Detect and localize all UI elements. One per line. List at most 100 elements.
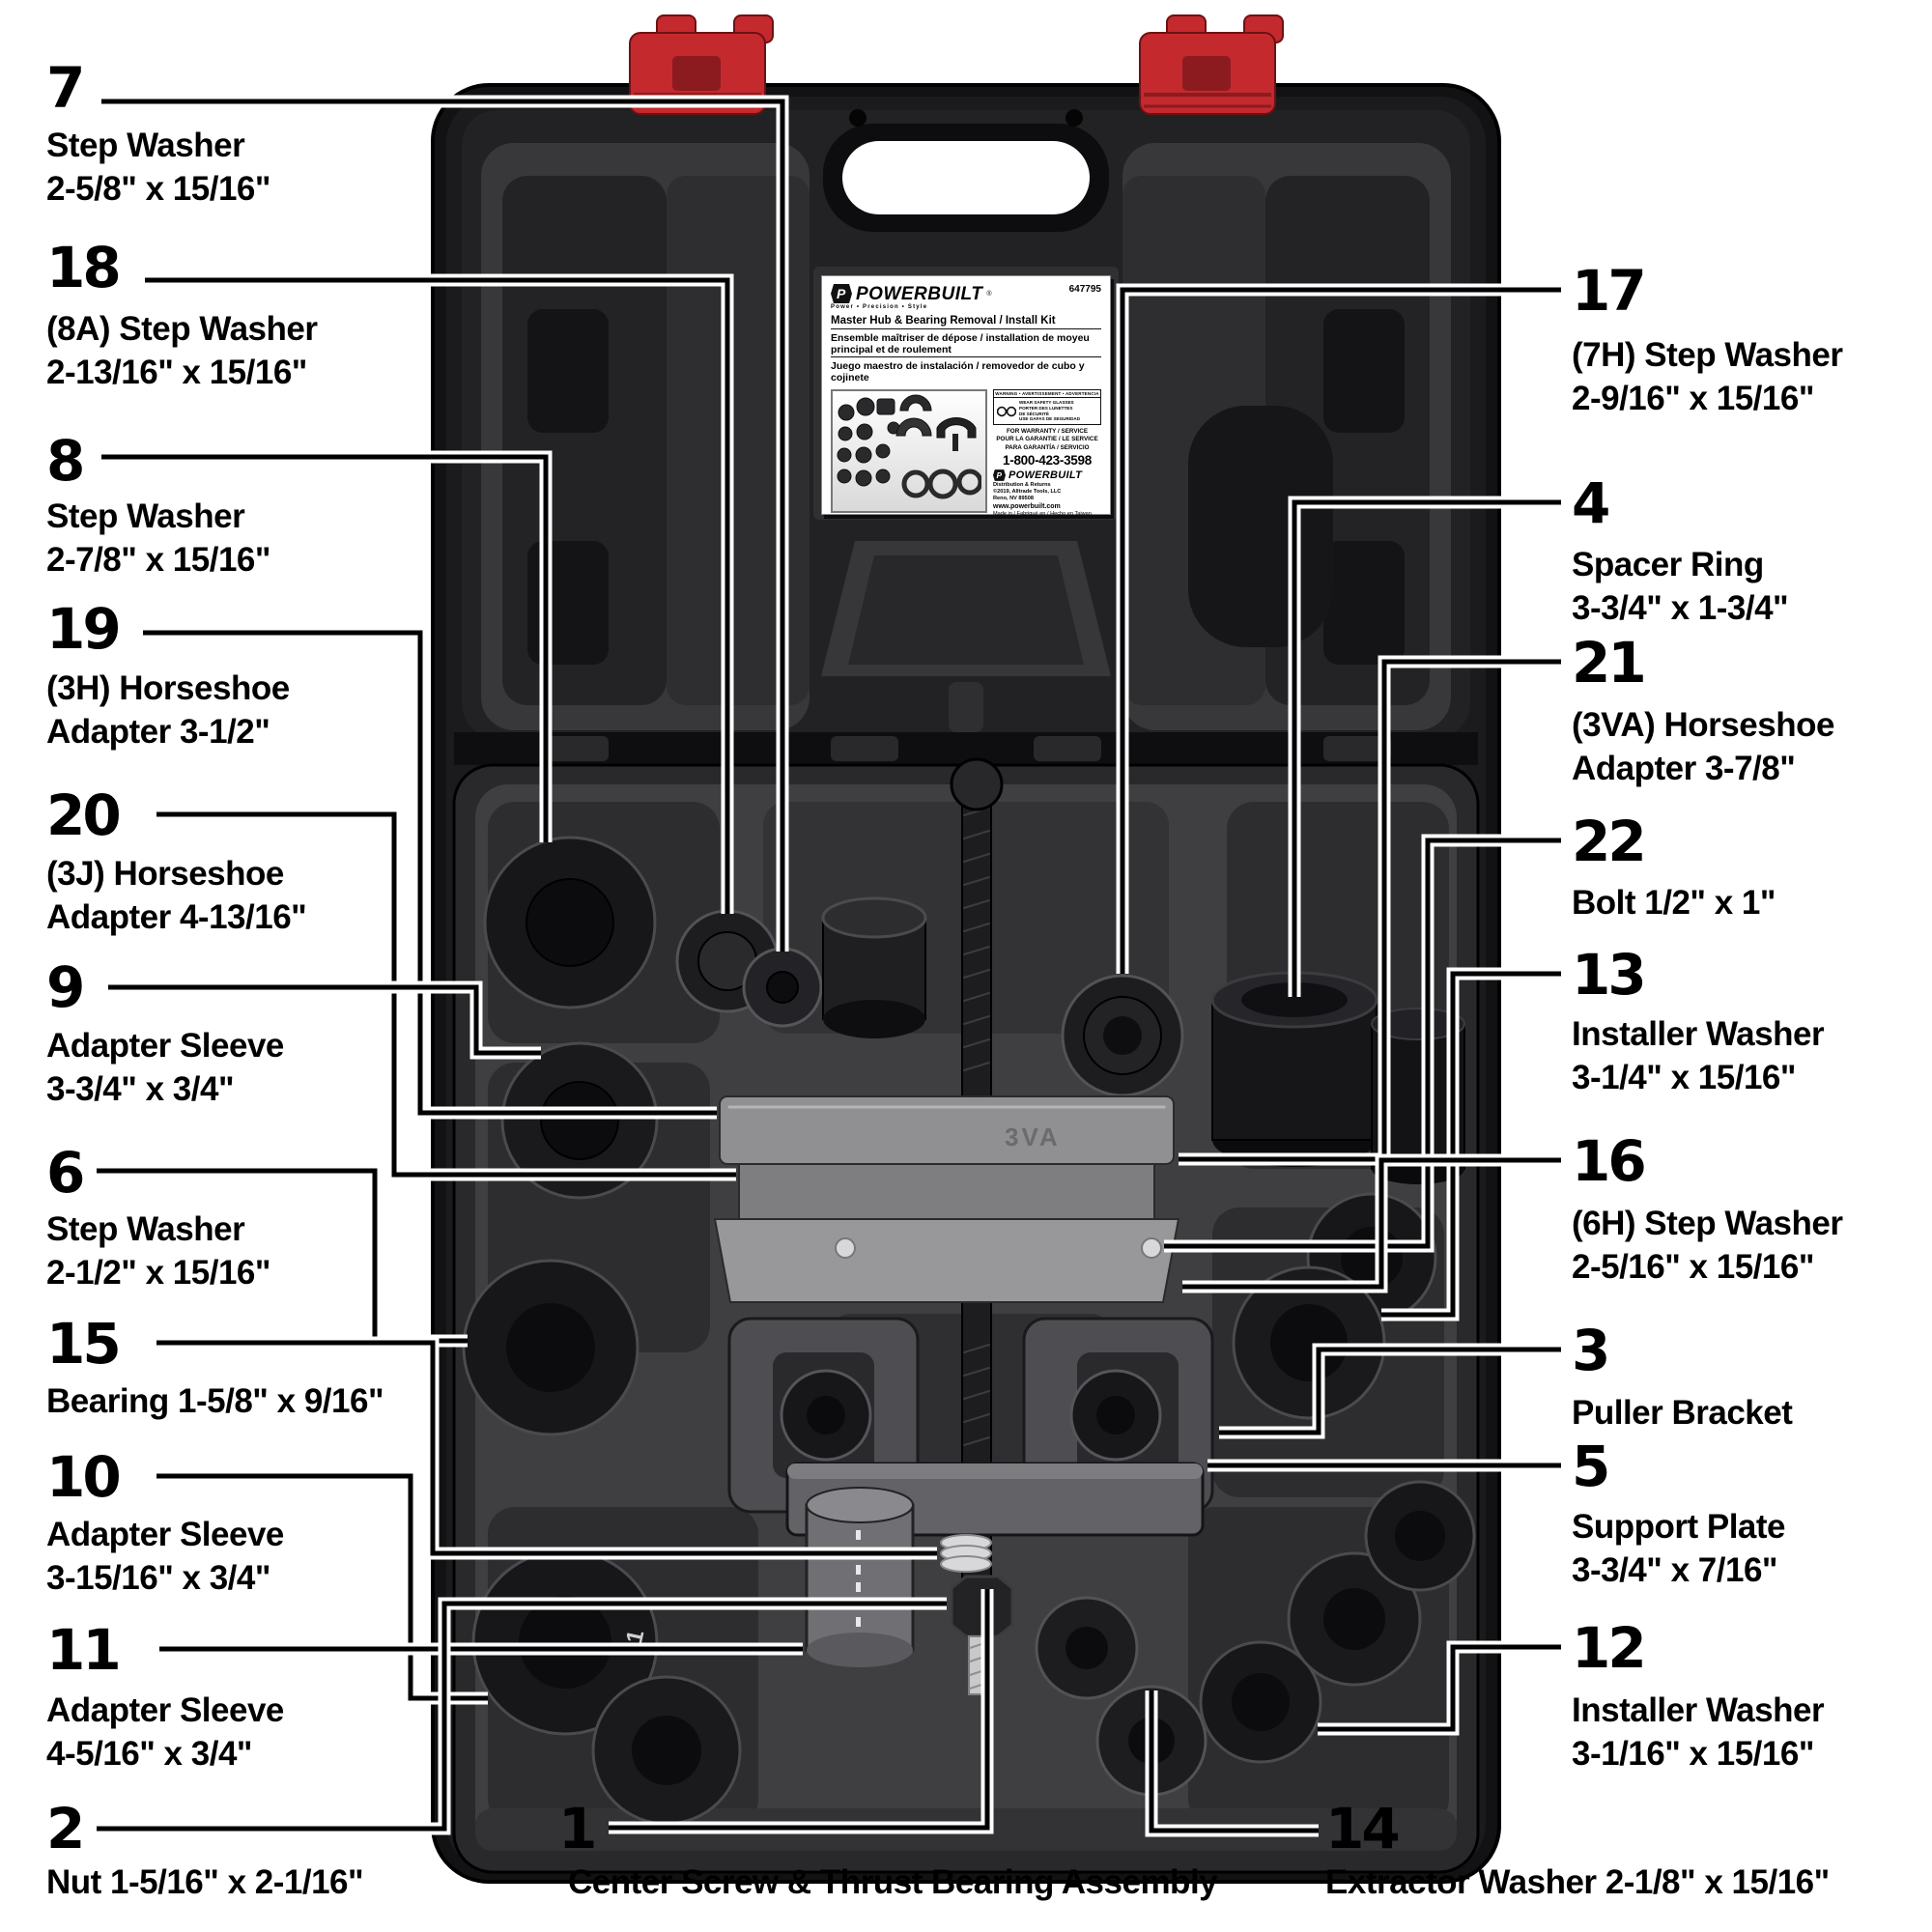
step-washer-7 [742,947,823,1028]
adapter-sleeve-9 [500,1041,659,1200]
svg-text:P: P [997,471,1003,480]
svg-text:P: P [837,286,846,301]
lid-screw-hole [1065,109,1083,127]
powerbuilt-logo-icon: P [831,284,852,303]
latch-left-icon [629,14,774,115]
safety-glasses-icon [997,406,1016,416]
handle-cutout [823,124,1109,232]
made-in: Made in / Fabriqué en / Hecho en Taiwan [993,510,1092,517]
bolt-22 [835,1237,856,1259]
callout-number-19: 19 [46,596,122,662]
callout-number-6: 6 [46,1140,85,1206]
callout-number-12: 12 [1572,1615,1647,1681]
label-title-fr: Ensemble maîtriser de dépose / installat… [831,332,1101,358]
leader-14 [1145,1690,1319,1837]
spacer-ring-4 [1210,971,1378,1167]
callout-text-1: Center Screw & Thrust Bearing Assembly [568,1863,1218,1901]
stack-engraving: 3VA [1005,1122,1061,1151]
callout-number-2: 2 [46,1796,85,1861]
callout-text-22: Bolt 1/2" x 1" [1572,884,1776,922]
step-washer-17 [1061,974,1184,1097]
label-title-es: Juego maestro de instalación / removedor… [831,360,1085,384]
leader-1 [609,1589,994,1834]
callout-number-8: 8 [46,428,85,494]
leader-21 [1179,655,1561,1166]
callout-number-5: 5 [1572,1434,1610,1499]
callout-number-22: 22 [1572,809,1647,874]
leader-9 [108,980,541,1060]
callout-number-16: 16 [1572,1128,1647,1194]
leader-15 [156,1336,937,1560]
leader-7 [101,95,789,952]
step-washer-6 [462,1259,639,1436]
horseshoe-adapter-stack: 3VA [713,1095,1180,1303]
label-product-photo [831,389,987,514]
website: www.powerbuilt.com [993,502,1061,510]
leader-17 [1116,283,1561,974]
callout-number-15: 15 [46,1311,122,1377]
thrust-bearing-15 [940,1534,992,1573]
leader-16 [1182,1153,1561,1293]
callout-number-18: 18 [46,235,122,300]
callout-number-7: 7 [46,55,85,121]
leader-20 [156,808,736,1181]
callout-number-13: 13 [1572,942,1647,1008]
warranty-line: POUR LA GARANTIE / LE SERVICE [996,436,1098,443]
part-number: 647795 [1068,284,1101,295]
leader-22 [1164,834,1561,1253]
service-phone: 1-800-423-3598 [1003,453,1092,469]
leader-3 [1219,1343,1561,1439]
callout-number-14: 14 [1325,1796,1401,1861]
warranty-line: PARA GARANTÍA / SERVICIO [1005,443,1090,451]
callout-number-17: 17 [1572,258,1647,324]
leader-lines [97,95,1561,1837]
warranty-line: FOR WARRANTY / SERVICE [1006,427,1089,435]
leader-8 [101,450,553,842]
leader-13 [1381,967,1561,1321]
callout-number-4: 4 [1572,470,1610,536]
leader-4 [1288,496,1561,997]
warning-box: WARNING • AVERTISSEMENT • ADVERTENCIA WE… [993,389,1101,425]
hinge-band [454,732,1478,765]
callout-number-20: 20 [46,782,122,848]
product-label: P POWERBUILT® Power • Precision • Style … [821,275,1111,517]
callout-number-11: 11 [46,1617,122,1683]
small-cylinder [821,896,927,1038]
leader-18 [145,273,734,914]
brand-name-small: POWERBUILT [1009,469,1083,482]
callout-text-15: Bearing 1-5/8" x 9/16" [46,1382,384,1420]
callout-number-21: 21 [1572,630,1647,696]
callout-text-14: Extractor Washer 2-1/8" x 15/16" [1325,1863,1830,1901]
step-washer-8 [483,836,657,1009]
callout-number-9: 9 [46,954,85,1020]
brand-tagline: Power • Precision • Style [831,304,928,310]
warning-strip: WARNING • AVERTISSEMENT • ADVERTENCIA [994,391,1100,399]
callout-number-1: 1 [558,1796,597,1861]
callout-number-3: 3 [1572,1318,1610,1383]
latch-right-icon [1139,14,1284,115]
lid-screw-hole [849,109,867,127]
leader-2 [97,1597,947,1835]
bolt-22 [1141,1237,1162,1259]
adapter-sleeve-11 [805,1487,915,1667]
leader-12 [1318,1640,1561,1736]
installer-washer-12 [1199,1480,1476,1764]
leader-19 [143,626,717,1120]
callout-text-2: Nut 1-5/16" x 2-1/16" [46,1863,364,1901]
callout-number-10: 10 [46,1444,122,1510]
registered-mark: ® [986,290,992,298]
